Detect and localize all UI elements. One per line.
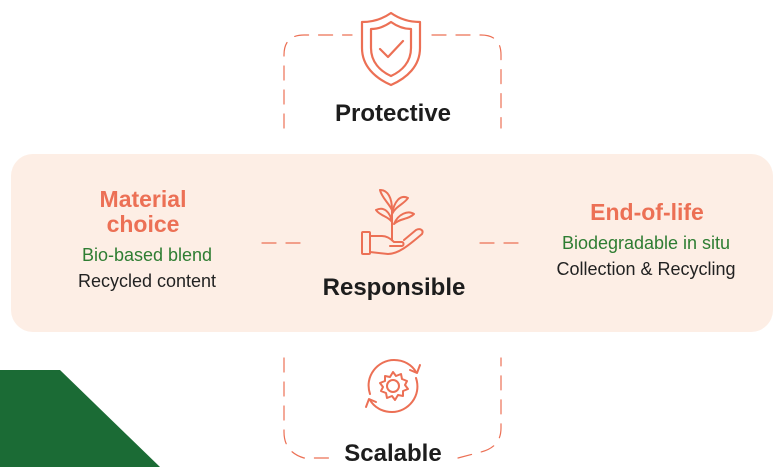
gear-cycle-icon [365,359,421,413]
shield-check-icon [360,11,422,87]
material-choice-line1: Material [99,186,187,212]
hand-plant-icon [361,189,424,255]
scalable-label: Scalable [344,440,442,467]
material-choice-line2: choice [106,211,180,237]
collection-recycling-text: Collection & Recycling [556,259,736,279]
protective-label: Protective [334,100,452,127]
recycled-content-text: Recycled content [77,271,217,291]
responsible-band [11,154,773,332]
end-of-life-title: End-of-life [590,199,704,225]
biodegradable-text: Biodegradable in situ [561,233,731,253]
material-choice-title: Material choice [63,187,223,237]
responsible-label: Responsible [322,274,466,301]
bio-based-blend-text: Bio-based blend [81,245,213,265]
